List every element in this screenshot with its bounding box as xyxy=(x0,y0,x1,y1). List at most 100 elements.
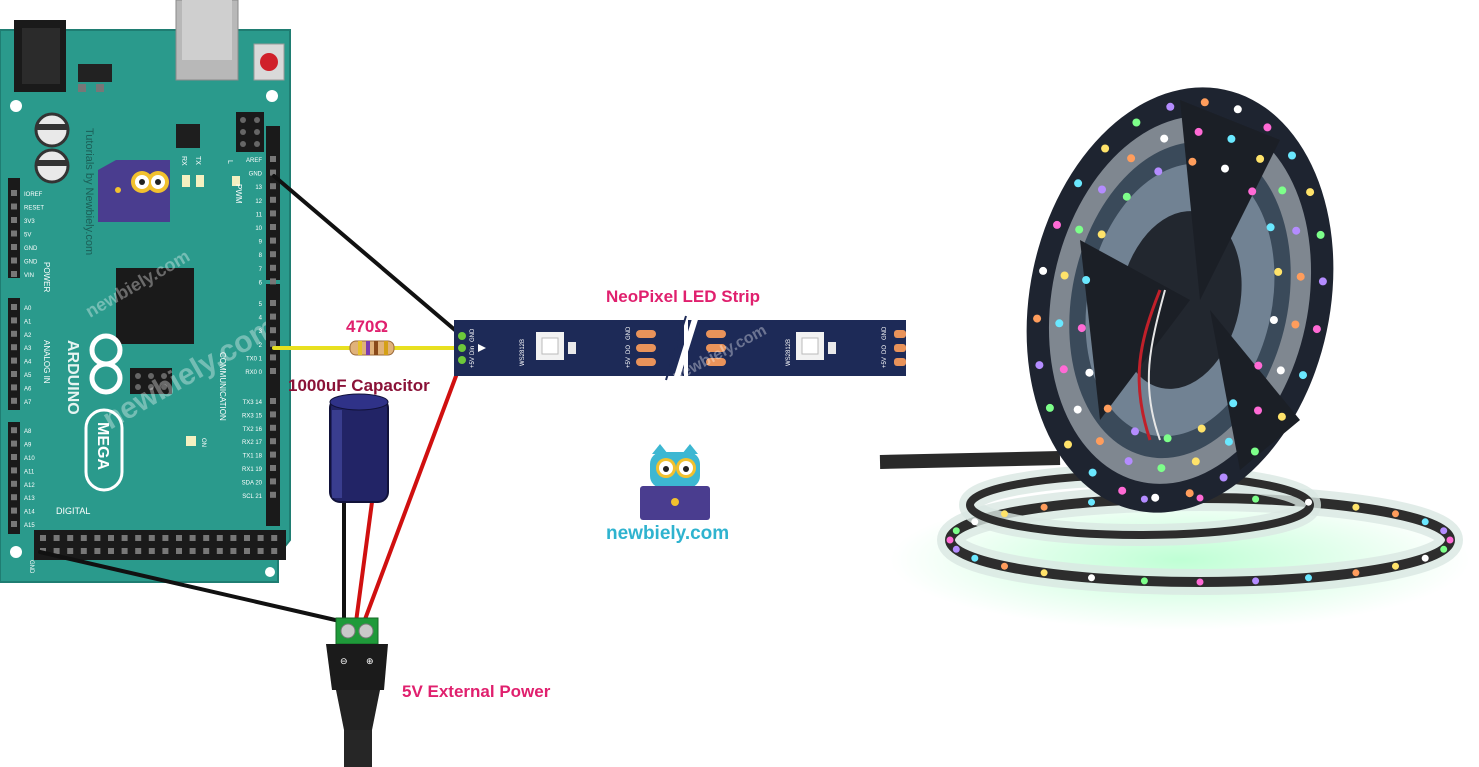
reel-led-dot xyxy=(1221,164,1229,173)
wire-cap-pos xyxy=(354,500,374,624)
digital-header-bottom xyxy=(34,530,286,560)
chip-label-1: WS2812B xyxy=(520,339,526,366)
reel-led-dot xyxy=(1299,371,1307,380)
reel-led-dot xyxy=(1101,144,1110,153)
pwm-pin xyxy=(270,156,276,162)
pwm-pin-label: AREF xyxy=(246,158,262,164)
l-label: L xyxy=(226,160,233,164)
reel-led-dot xyxy=(1127,154,1136,163)
reel-led-dots xyxy=(946,98,1454,586)
analog-pin xyxy=(11,454,17,460)
strip-input-pads xyxy=(458,332,466,364)
floor-led-dot xyxy=(952,545,960,553)
comm-pin-label: SDA 20 xyxy=(242,480,263,486)
led-chip-1 xyxy=(536,332,576,360)
bottom-header-pin xyxy=(162,548,169,554)
bottom-header-pin xyxy=(53,548,60,554)
pwm-pin-label: 6 xyxy=(259,280,263,286)
reel-led-dot xyxy=(1250,447,1259,456)
power-pin-label: GND xyxy=(24,246,38,252)
analog-pin xyxy=(11,344,17,351)
floor-led-dot xyxy=(971,554,979,562)
reel-led-dot xyxy=(1233,105,1242,114)
reel-led-dot xyxy=(1200,98,1209,107)
floor-led-dot xyxy=(1140,495,1148,503)
comm-pin xyxy=(270,411,276,418)
comm-pin xyxy=(270,451,276,458)
bottom-header-pin xyxy=(80,548,87,554)
pwm-pin-label: 8 xyxy=(259,253,263,259)
on-label: ON xyxy=(200,438,206,447)
reel-led-dot xyxy=(1274,267,1283,276)
bottom-header-pin xyxy=(271,548,278,554)
floor-led-dot xyxy=(1252,495,1260,503)
pwm-pin-label: GND xyxy=(249,172,263,178)
pwm-pin xyxy=(270,251,276,258)
comm-pin-label: TX1 18 xyxy=(243,454,263,460)
reel-led-dot xyxy=(1197,424,1206,433)
analog-pin-label: A7 xyxy=(24,400,32,406)
pwm-header-label: PWM xyxy=(234,184,243,204)
strip-cut-pads xyxy=(636,330,906,366)
bottom-header-pin xyxy=(203,548,210,554)
reel-led-dot xyxy=(1288,151,1296,160)
power-pin xyxy=(11,190,17,196)
arduino-text: ARDUINO xyxy=(64,340,81,415)
reel-led-dot xyxy=(1316,230,1325,239)
reel-led-dot xyxy=(1060,271,1069,280)
bottom-header-pin xyxy=(271,535,278,541)
pwm-pin xyxy=(270,224,276,230)
power-pin xyxy=(11,257,17,264)
bottom-header-pin xyxy=(108,535,114,541)
power-pin xyxy=(11,203,17,210)
comm-pin xyxy=(270,438,276,445)
reel-led-dot xyxy=(1122,192,1131,201)
pwm-pin-label: 4 xyxy=(259,316,263,322)
digital-label: DIGITAL xyxy=(56,506,90,516)
analog-pin-label: A8 xyxy=(24,429,32,435)
power-pin-label: RESET xyxy=(24,206,44,212)
reel-led-dot xyxy=(1306,188,1315,197)
floor-led-dot xyxy=(1392,562,1399,570)
led-chip-2 xyxy=(796,332,836,360)
capacitor xyxy=(329,393,389,503)
reel-led-dot xyxy=(1098,185,1106,194)
bottom-header-pin xyxy=(216,535,223,541)
reel-led-dot xyxy=(1254,361,1263,370)
mcu-chip xyxy=(116,268,194,344)
floor-led-dot xyxy=(1001,562,1008,570)
bottom-header-pin xyxy=(244,535,250,541)
comm-pin xyxy=(270,478,276,485)
strip-out-pin-label: DO xyxy=(626,345,632,354)
floor-led-dot xyxy=(1140,577,1148,585)
reel-led-dot xyxy=(1160,134,1169,143)
floor-led-dot xyxy=(1440,545,1448,553)
analog-pin xyxy=(11,330,17,337)
comm-pin-label: RX2 17 xyxy=(242,440,263,446)
svg-text:MEGA: MEGA xyxy=(94,422,111,470)
digital-header-right xyxy=(266,126,280,526)
floor-led-dot xyxy=(971,518,979,526)
bottom-header-pin xyxy=(108,548,114,554)
bottom-header-pin xyxy=(53,535,60,541)
reel-led-dot xyxy=(1095,437,1104,446)
pwm-pin xyxy=(270,278,276,285)
floor-led-dot xyxy=(1088,498,1095,506)
power-pin xyxy=(11,230,17,237)
strip-out-pin-label: GND xyxy=(626,326,632,340)
floor-led-dot xyxy=(1392,510,1399,518)
capacitor-label: 1000uF Capacitor xyxy=(288,376,430,395)
floor-led-dot xyxy=(1421,518,1429,526)
wire-gnd-power xyxy=(38,550,346,624)
bottom-header-pin xyxy=(257,535,264,541)
pwm-pin-label: RX0 0 xyxy=(245,370,262,376)
pwm-pin-label: 10 xyxy=(255,226,262,232)
reel-led-dot xyxy=(1266,223,1275,232)
brand-text: newbiely.com xyxy=(606,523,729,544)
pwm-pin xyxy=(270,237,276,244)
floor-led-dot xyxy=(1305,498,1312,506)
reel-led-dot xyxy=(1292,226,1301,235)
floor-led-dot xyxy=(952,527,960,535)
